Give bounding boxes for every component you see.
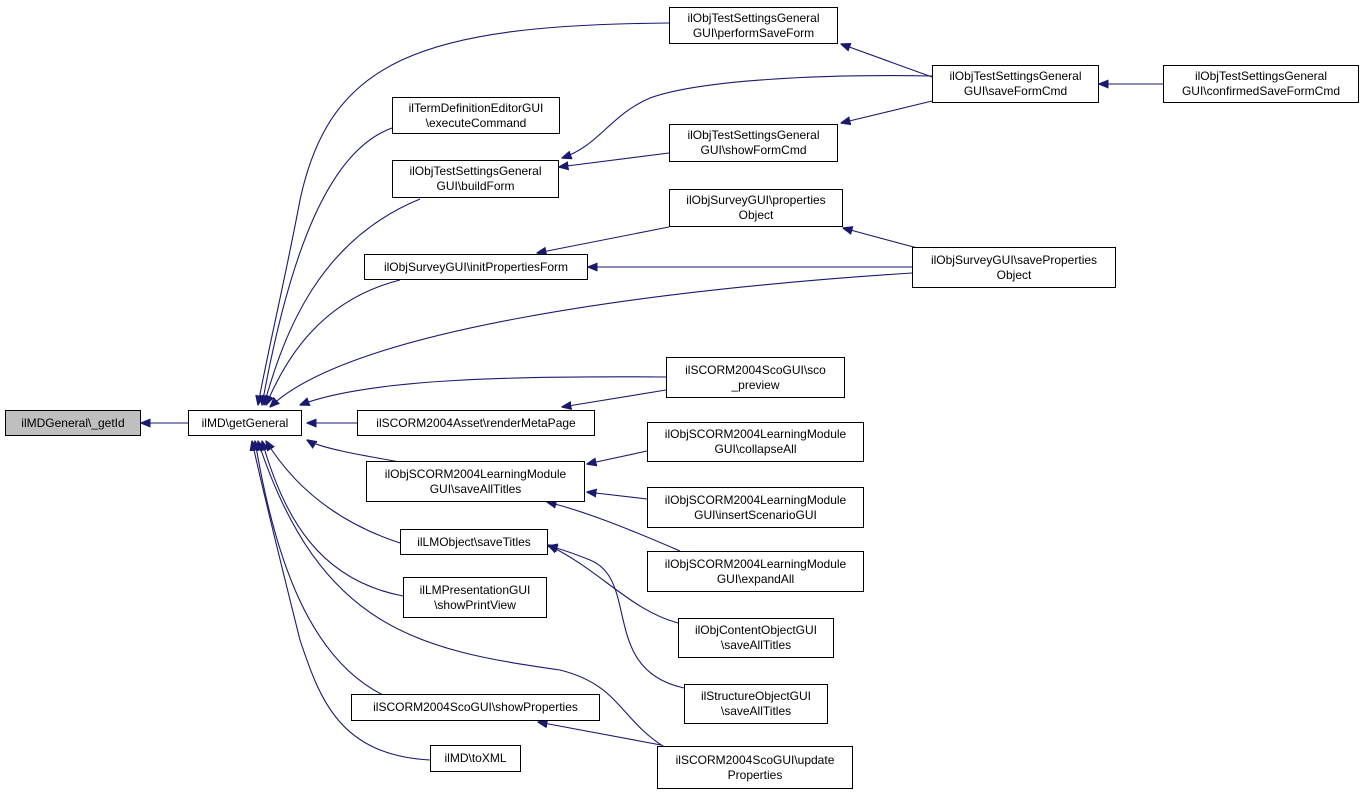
node-insertscenariogui[interactable]: ilObjSCORM2004LearningModule GUI\insertS…: [647, 487, 864, 528]
node-label: GUI\insertScenarioGUI: [694, 507, 817, 522]
node-label: ilSCORM2004ScoGUI\sco: [685, 362, 826, 377]
node-label: ilMDGeneral\_getId: [21, 415, 125, 430]
node-label: GUI\performSaveForm: [692, 25, 815, 40]
edge-scopreview-to-getgeneral: [300, 376, 667, 405]
node-termdef-executecommand[interactable]: ilTermDefinitionEditorGUI \executeComman…: [392, 97, 560, 134]
edge-lmsave-to-getgeneral: [266, 441, 401, 544]
node-label: _preview: [731, 377, 780, 392]
node-label: ilObjSCORM2004LearningModule: [664, 556, 847, 571]
node-label: GUI\confirmedSaveFormCmd: [1181, 84, 1341, 98]
node-label: GUI\showFormCmd: [700, 143, 807, 157]
node-saveformcmd[interactable]: ilObjTestSettingsGeneral GUI\saveFormCmd: [932, 65, 1099, 103]
node-lmpresentation-showprintview[interactable]: ilLMPresentationGUI \showPrintView: [403, 577, 547, 618]
edge-showprops-to-getgeneral: [255, 441, 386, 697]
edge-collapse-to-savealltl: [587, 450, 648, 464]
edge-showformcmd-to-buildform: [559, 152, 670, 167]
node-label: ilObjSCORM2004LearningModule: [664, 427, 847, 441]
node-label: ilObjSCORM2004LearningModule: [664, 492, 847, 507]
node-contentobject-savealltitles[interactable]: ilObjContentObjectGUI \saveAllTitles: [678, 618, 834, 658]
edge-buildform-to-getgeneral: [264, 198, 421, 405]
node-structureobject-savealltitles[interactable]: ilStructureObjectGUI \saveAllTitles: [684, 684, 828, 724]
node-label: ilTermDefinitionEditorGUI: [408, 100, 544, 115]
node-label: ilLMObject\saveTitles: [417, 534, 531, 549]
node-label: ilMD\toXML: [444, 751, 507, 765]
node-scorm-saveallt itles[interactable]: ilObjSCORM2004LearningModule GUI\saveAll…: [366, 461, 585, 502]
node-confirmedsaveformcmd[interactable]: ilObjTestSettingsGeneral GUI\confirmedSa…: [1163, 65, 1359, 103]
node-survey-savepropertiesobject[interactable]: ilObjSurveyGUI\saveProperties Object: [912, 247, 1116, 288]
edge-savealltl-to-getgeneral: [307, 440, 401, 463]
node-lmobject-savetitles[interactable]: ilLMObject\saveTitles: [400, 529, 548, 555]
node-label: ilObjTestSettingsGeneral: [1194, 69, 1328, 83]
edge-saveformcmd-to-buildform: [562, 75, 933, 158]
node-md-getgeneral[interactable]: ilMD\getGeneral: [188, 410, 302, 436]
node-mdgeneral-getid[interactable]: ilMDGeneral\_getId: [5, 410, 141, 436]
node-label: ilObjTestSettingsGeneral: [687, 128, 820, 142]
node-label: GUI\expandAll: [716, 571, 795, 586]
node-md-toxml[interactable]: ilMD\toXML: [430, 745, 521, 772]
edge-updateprops-to-showprops: [538, 722, 662, 746]
node-label: ilSCORM2004ScoGUI\showProperties: [373, 700, 578, 714]
node-survey-propertiesobject[interactable]: ilObjSurveyGUI\properties Object: [669, 189, 843, 227]
node-showformcmd[interactable]: ilObjTestSettingsGeneral GUI\showFormCmd: [669, 124, 838, 162]
edge-saveformcmd-to-showformcmd: [841, 100, 933, 123]
node-rendermetapage[interactable]: ilSCORM2004Asset\renderMetaPage: [357, 410, 595, 436]
node-label: ilObjSCORM2004LearningModule: [384, 466, 567, 481]
node-label: ilObjSurveyGUI\properties: [686, 193, 826, 207]
node-label: Object: [738, 208, 774, 222]
node-survey-initpropertiesform[interactable]: ilObjSurveyGUI\initPropertiesForm: [364, 254, 588, 280]
edge-updateprops-to-getgeneral: [258, 441, 667, 749]
node-label: ilSCORM2004Asset\renderMetaPage: [376, 415, 576, 430]
edge-initprops-to-getgeneral: [266, 279, 401, 405]
edge-toxml-to-getgeneral: [252, 441, 431, 761]
edge-expandall-to-savealltl: [547, 502, 681, 552]
node-label: \executeCommand: [425, 115, 527, 130]
node-label: \showPrintView: [434, 597, 516, 612]
node-label: GUI\buildForm: [436, 179, 515, 193]
node-label: ilObjContentObjectGUI: [694, 623, 818, 637]
node-label: ilObjSurveyGUI\saveProperties: [930, 252, 1098, 267]
node-sco-preview[interactable]: ilSCORM2004ScoGUI\sco _preview: [666, 357, 845, 398]
node-performsaveform[interactable]: ilObjTestSettingsGeneral GUI\performSave…: [669, 7, 838, 44]
edge-savesurv-to-getgeneral: [270, 272, 913, 407]
node-label: GUI\collapseAll: [714, 442, 797, 456]
node-label: GUI\saveFormCmd: [963, 84, 1068, 98]
node-label: ilLMPresentationGUI: [419, 582, 531, 597]
node-label: ilStructureObjectGUI: [700, 689, 812, 703]
node-label: \saveAllTitles: [720, 704, 792, 718]
node-sco-updateproperties[interactable]: ilSCORM2004ScoGUI\update Properties: [657, 746, 853, 789]
node-label: ilObjTestSettingsGeneral: [949, 69, 1082, 83]
node-expandall[interactable]: ilObjSCORM2004LearningModule GUI\expandA…: [647, 551, 864, 592]
node-collapseall[interactable]: ilObjSCORM2004LearningModule GUI\collaps…: [647, 422, 864, 462]
edge-structobj-to-lmsave: [548, 546, 685, 689]
node-label: ilSCORM2004ScoGUI\update: [675, 752, 835, 767]
edge-termdef-to-getgeneral: [262, 127, 393, 405]
edge-lmpres-to-getgeneral: [262, 441, 404, 597]
node-label: ilObjTestSettingsGeneral: [687, 10, 820, 25]
edge-survprops-to-initprops: [537, 226, 670, 253]
edge-scopreview-to-rendermeta: [562, 389, 667, 407]
edge-savesurv-to-survprops: [843, 228, 922, 250]
node-buildform[interactable]: ilObjTestSettingsGeneral GUI\buildForm: [392, 160, 559, 198]
node-label: \saveAllTitles: [720, 638, 792, 652]
node-label: Object: [996, 267, 1032, 282]
edge-insertscen-to-savealltl: [587, 492, 648, 500]
edge-performsave-to-getgeneral: [258, 22, 670, 405]
node-label: ilMD\getGeneral: [201, 415, 289, 430]
edge-saveformcmd-to-performsave: [841, 44, 933, 78]
node-label: ilObjTestSettingsGeneral: [409, 164, 542, 178]
node-label: Properties: [727, 767, 783, 782]
node-label: ilObjSurveyGUI\initPropertiesForm: [383, 259, 569, 274]
node-label: GUI\saveAllTitles: [429, 481, 522, 496]
node-sco-showproperties[interactable]: ilSCORM2004ScoGUI\showProperties: [351, 694, 600, 721]
